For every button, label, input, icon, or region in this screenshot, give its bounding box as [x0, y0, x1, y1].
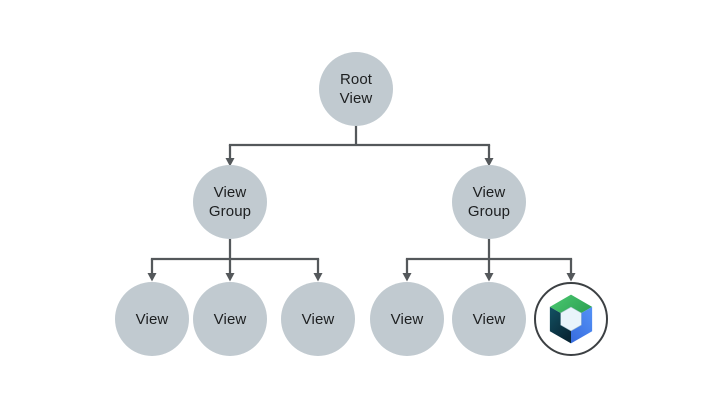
node-view-left-1: View	[115, 282, 189, 356]
node-label: View	[472, 310, 506, 328]
node-view-group-left: View Group	[193, 165, 267, 239]
node-label: View Group	[467, 184, 511, 220]
node-view-right-1: View	[370, 282, 444, 356]
node-compose-leaf	[534, 282, 608, 356]
node-root-view: Root View	[319, 52, 393, 126]
jetpack-compose-icon	[549, 294, 593, 344]
compose-center-hexagon	[560, 306, 582, 332]
node-label: View Group	[208, 184, 252, 220]
node-label: View	[213, 310, 247, 328]
node-label: Root View	[339, 71, 373, 107]
node-view-right-2: View	[452, 282, 526, 356]
node-view-left-2: View	[193, 282, 267, 356]
node-view-left-3: View	[281, 282, 355, 356]
node-label: View	[135, 310, 169, 328]
node-label: View	[301, 310, 335, 328]
node-view-group-right: View Group	[452, 165, 526, 239]
node-label: View	[390, 310, 424, 328]
